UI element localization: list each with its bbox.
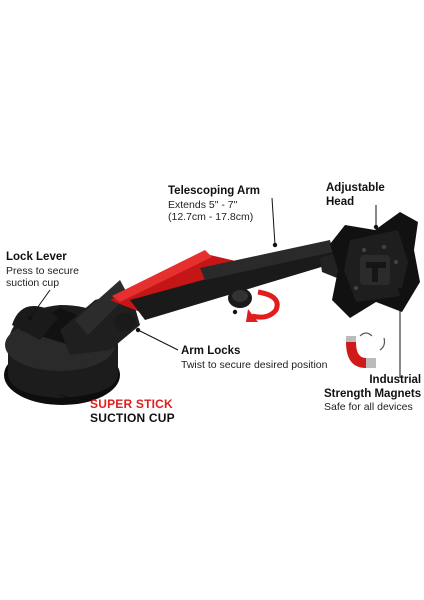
leader-lines [29, 197, 401, 403]
adjustable-head-line2: Head [326, 195, 355, 208]
lock-lever-title: Lock Lever [6, 251, 67, 263]
suction-cup-line2: SUCTION CUP [90, 411, 175, 426]
adjustable-head-label: Adjustable Head [326, 182, 385, 209]
adjustable-head-line1: Adjustable [326, 182, 385, 194]
leader-dots [27, 224, 403, 333]
suction-cup-label: SUPER STICK SUCTION CUP [90, 397, 175, 425]
lock-lever-line1: Press to secure [6, 264, 79, 277]
telescoping-arm-title: Telescoping Arm [168, 185, 261, 197]
arm-locks-line1: Twist to secure desired position [181, 358, 328, 371]
lock-lever-line2: suction cup [6, 276, 60, 289]
arm-lock-knob [114, 288, 252, 331]
magnets-line3: Safe for all devices [324, 401, 413, 414]
suction-cup-line1: SUPER STICK [90, 397, 173, 411]
magnets-line2: Strength Magnets [324, 387, 422, 400]
telescoping-arm [110, 240, 338, 320]
arm-locks-title: Arm Locks [181, 345, 241, 357]
telescoping-arm-line1: Extends 5" - 7" [168, 198, 238, 211]
magnets-label: Industrial Strength Magnets Safe for all… [324, 374, 421, 414]
base-riser [60, 280, 140, 355]
telescoping-arm-line2: (12.7cm - 17.8cm) [168, 210, 254, 223]
rotation-arrow [246, 289, 280, 322]
magnetic-head [330, 212, 420, 318]
telescoping-arm-label: Telescoping Arm Extends 5" - 7" (12.7cm … [168, 185, 260, 223]
lock-lever-label: Lock Lever Press to secure suction cup [6, 251, 79, 289]
arm-locks-label: Arm Locks Twist to secure desired positi… [181, 345, 328, 371]
horseshoe-magnet-icon [346, 332, 386, 368]
magnets-line1: Industrial [369, 374, 422, 386]
lock-lever [12, 306, 58, 340]
